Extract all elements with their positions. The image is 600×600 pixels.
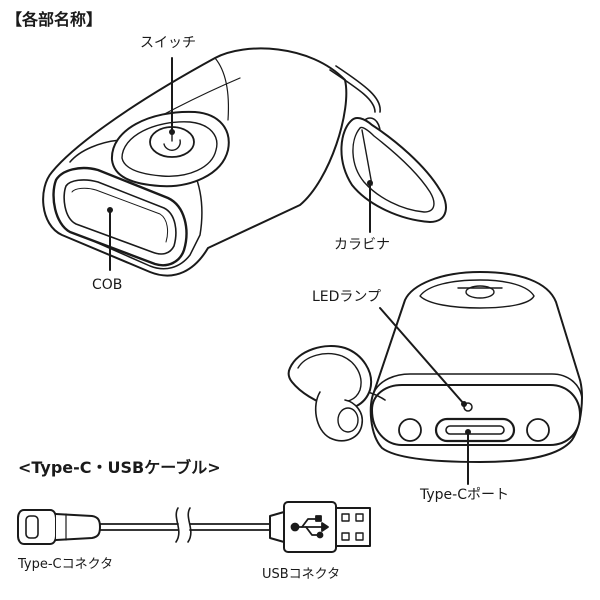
usb-connector-label: USBコネクタ (262, 567, 341, 582)
cob-label: COB (92, 277, 123, 293)
type-c-port-label: Type-Cポート (420, 487, 509, 503)
cable-section-title: <Type-C・USBケーブル> (18, 458, 221, 477)
carabiner-label: カラビナ (334, 237, 390, 253)
led-lamp-label: LEDランプ (312, 289, 382, 305)
usb-icon (290, 515, 329, 539)
section-title: 【各部名称】 (6, 10, 103, 29)
switch-label: スイッチ (140, 35, 196, 51)
back-device (287, 271, 583, 463)
type-c-connector-label: Type-Cコネクタ (18, 557, 114, 572)
leader-lines (109, 57, 469, 485)
front-device (42, 47, 447, 277)
